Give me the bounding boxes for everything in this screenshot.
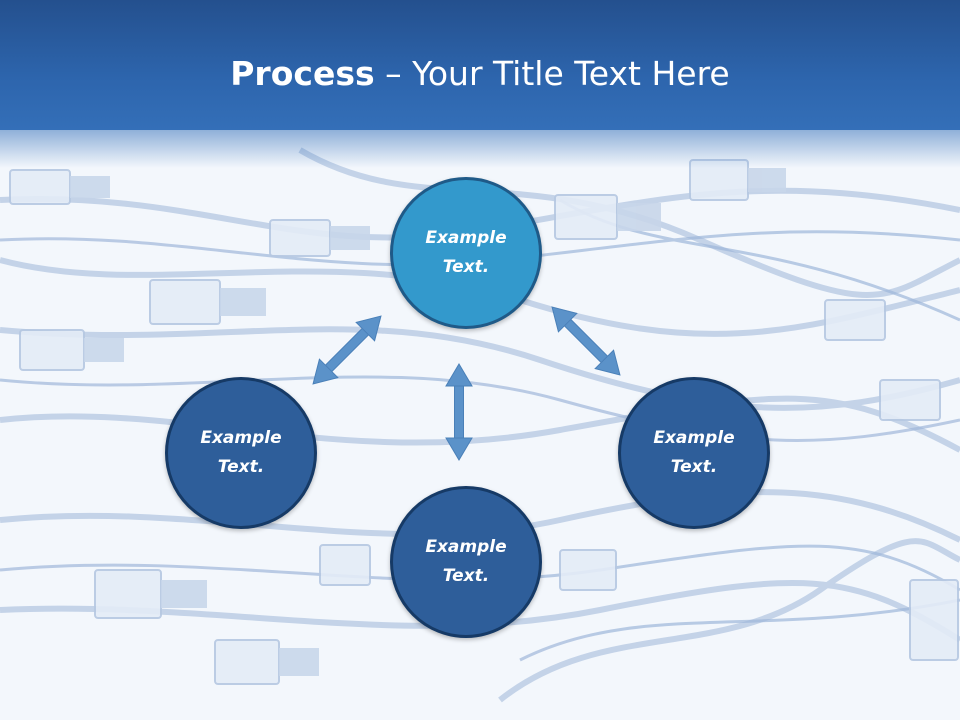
slide-title: Process – Your Title Text Here	[0, 52, 960, 96]
title-bold: Process	[230, 54, 375, 93]
node-label: Example Text.	[653, 428, 735, 477]
process-node-right[interactable]: Example Text.	[618, 377, 770, 529]
process-node-bottom[interactable]: Example Text.	[390, 486, 542, 638]
node-label: Example Text.	[425, 537, 507, 586]
title-rest: – Your Title Text Here	[374, 54, 730, 93]
process-node-top[interactable]: Example Text.	[390, 177, 542, 329]
process-node-left[interactable]: Example Text.	[165, 377, 317, 529]
arrow-top-left	[312, 315, 382, 385]
node-label: Example Text.	[425, 228, 507, 277]
header-bar	[0, 0, 960, 130]
arrow-center-vertical	[445, 363, 473, 461]
header-fade	[0, 128, 960, 168]
node-label: Example Text.	[200, 428, 282, 477]
arrow-top-right	[551, 306, 621, 376]
